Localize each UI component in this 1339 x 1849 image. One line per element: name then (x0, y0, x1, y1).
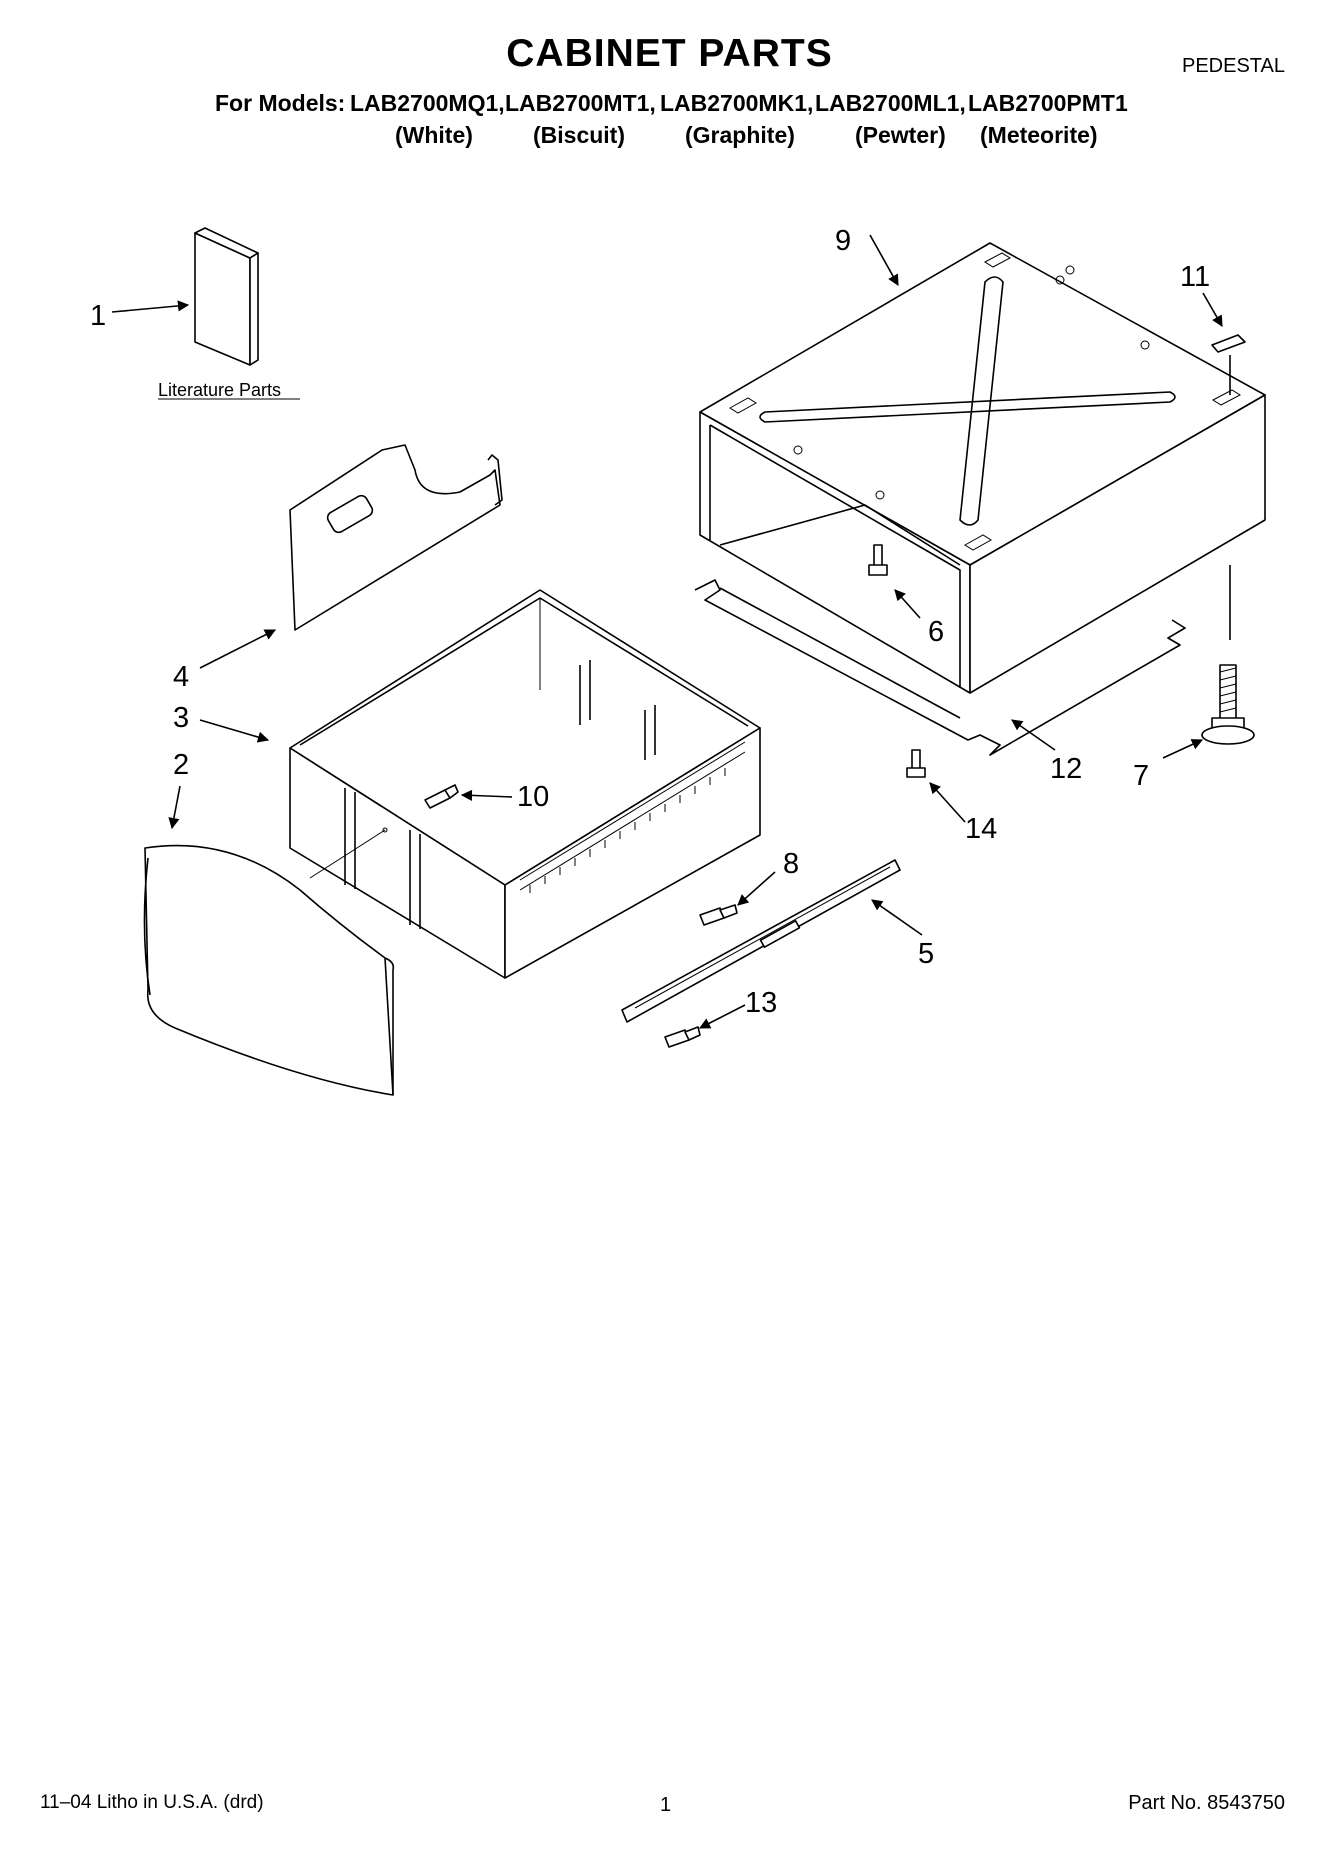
model-color: (Biscuit) (533, 122, 625, 148)
model-number: LAB2700MQ1, (350, 90, 505, 116)
drawer-screw (424, 784, 459, 809)
model-number: LAB2700PMT1 (968, 90, 1128, 116)
bumper-pad (1211, 334, 1246, 395)
model-color: (White) (395, 122, 473, 148)
callout-14: 14 (965, 813, 997, 845)
callout-8: 8 (783, 848, 799, 880)
drawer-basket (289, 589, 761, 979)
drawer-slide (621, 859, 901, 1023)
model-number: LAB2700MT1, (505, 90, 656, 116)
literature-parts-label: Literature Parts (158, 380, 281, 400)
callout-1: 1 (90, 300, 106, 332)
model-number: LAB2700ML1, (815, 90, 966, 116)
model-color: (Meteorite) (980, 122, 1098, 148)
callout-9: 9 (835, 225, 851, 257)
literature-booklet (194, 227, 259, 366)
cabinet-base-plate (694, 579, 1186, 756)
model-color: (Graphite) (685, 122, 795, 148)
callout-7: 7 (1133, 760, 1149, 792)
page-title: CABINET PARTS (506, 32, 833, 75)
callout-4: 4 (173, 661, 189, 693)
slide-screw-lower (664, 1026, 701, 1048)
callout-12: 12 (1050, 753, 1082, 785)
leveling-leg (1201, 565, 1255, 745)
callout-10: 10 (517, 781, 549, 813)
callout-13: 13 (745, 987, 777, 1019)
drawer-back-panel (289, 444, 503, 631)
callout-2: 2 (173, 749, 189, 781)
callout-5: 5 (918, 938, 934, 970)
page-number: 1 (660, 1794, 672, 1816)
callout-3: 3 (173, 702, 189, 734)
cabinet-screw (868, 544, 888, 576)
leader-lines (111, 234, 1223, 1029)
base-screw (906, 749, 926, 778)
part-number: Part No. 8543750 (1128, 1792, 1285, 1814)
footer-litho: 11–04 Litho in U.S.A. (drd) (40, 1792, 264, 1813)
callout-11: 11 (1180, 261, 1210, 293)
section-label: PEDESTAL (1182, 55, 1285, 77)
models-prefix: For Models: (215, 90, 346, 116)
slide-screw (699, 904, 738, 926)
model-color: (Pewter) (855, 122, 946, 148)
model-number: LAB2700MK1, (660, 90, 814, 116)
callout-6: 6 (928, 616, 944, 648)
drawer-front-panel (143, 844, 395, 1096)
pedestal-cabinet (699, 242, 1266, 694)
